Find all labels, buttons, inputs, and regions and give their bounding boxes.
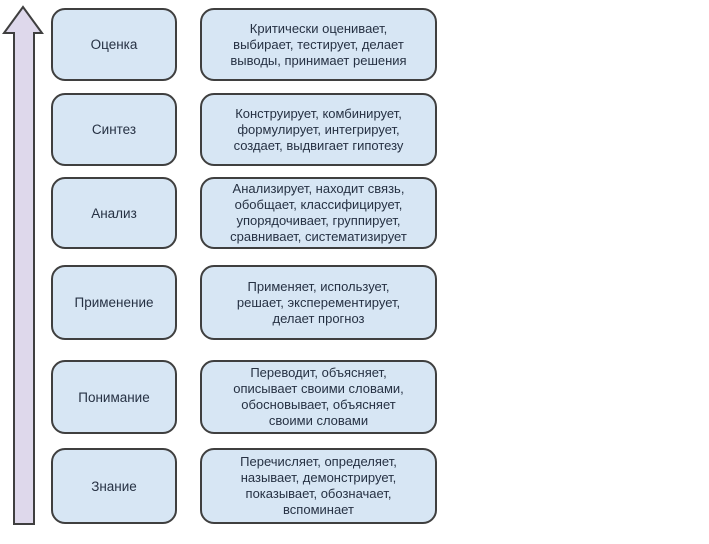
level-label: Оценка (90, 37, 138, 52)
level-description: Конструирует, комбинирует, формулирует, … (233, 105, 404, 153)
level-box-sintez: Синтез (51, 93, 177, 166)
level-description: Анализирует, находит связь, обобщает, кл… (230, 181, 407, 244)
level-label: Применение (74, 295, 154, 310)
level-label: Знание (91, 478, 137, 494)
level-row: Оценка Критически оценивает, выбирает, т… (0, 8, 709, 81)
level-description-box: Перечисляет, определяет, называет, демон… (200, 448, 437, 524)
level-label: Синтез (91, 122, 137, 137)
level-row: Знание Перечисляет, определяет, называет… (0, 448, 709, 524)
level-description: Переводит, объясняет, описывает своими с… (233, 365, 404, 428)
level-box-ponimanie: Понимание (51, 360, 177, 434)
level-row: Применение Применяет, использует, решает… (0, 265, 709, 340)
level-description: Критически оценивает, выбирает, тестируе… (230, 20, 407, 68)
level-label: Анализ (91, 205, 137, 221)
level-description-box: Критически оценивает, выбирает, тестируе… (200, 8, 437, 81)
level-description: Перечисляет, определяет, называет, демон… (240, 454, 397, 517)
level-box-analiz: Анализ (51, 177, 177, 249)
level-description: Применяет, использует, решает, экспереме… (236, 278, 401, 326)
level-description-box: Применяет, использует, решает, экспереме… (200, 265, 437, 340)
level-description-box: Анализирует, находит связь, обобщает, кл… (200, 177, 437, 249)
level-row: Синтез Конструирует, комбинирует, формул… (0, 93, 709, 166)
level-row: Анализ Анализирует, находит связь, обобщ… (0, 177, 709, 249)
level-description-box: Конструирует, комбинирует, формулирует, … (200, 93, 437, 166)
level-row: Понимание Переводит, объясняет, описывае… (0, 360, 709, 434)
level-label: Понимание (78, 389, 150, 405)
level-box-znanie: Знание (51, 448, 177, 524)
level-box-primenenie: Применение (51, 265, 177, 340)
level-box-ocenka: Оценка (51, 8, 177, 81)
level-description-box: Переводит, объясняет, описывает своими с… (200, 360, 437, 434)
up-arrow-icon (0, 0, 48, 539)
